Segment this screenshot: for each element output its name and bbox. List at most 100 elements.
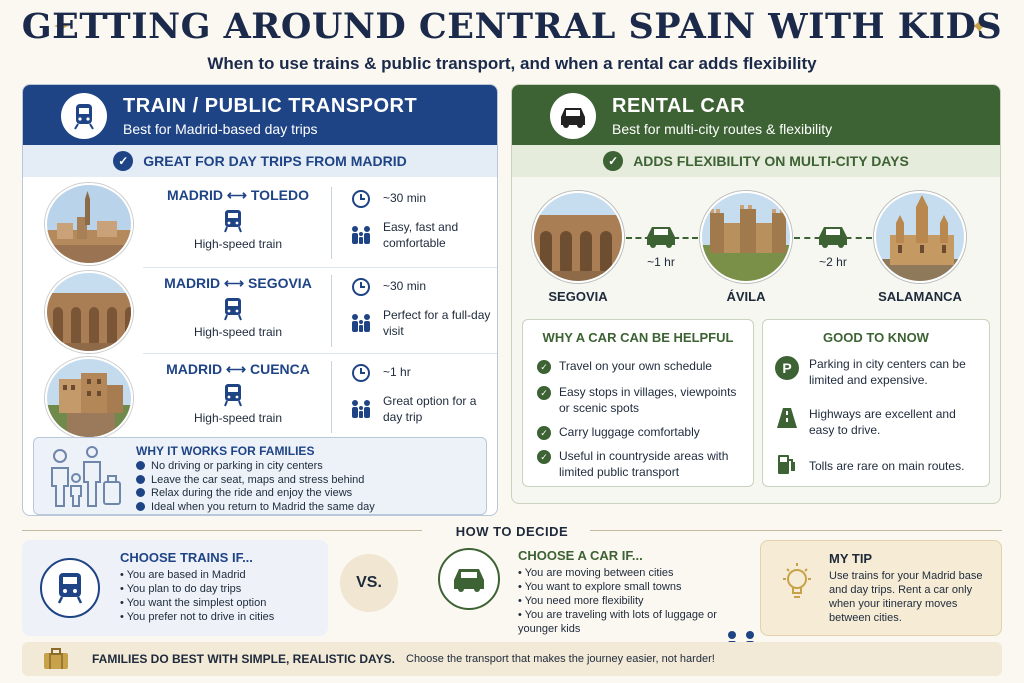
footer-headline: FAMILIES DO BEST WITH SIMPLE, REALISTIC … [92,652,395,666]
city-name: SEGOVIA [548,289,608,304]
route-name: MADRID ⟷ SEGOVIA [164,275,312,291]
salamanca-photo [874,191,966,283]
parking-icon: P [775,356,799,380]
route-toledo: MADRID ⟷ TOLEDO High-speed train ~30 min… [23,179,497,265]
check-icon: ✓ [537,386,551,400]
good-to-know-box: GOOD TO KNOW P Parking in city centers c… [762,319,990,487]
route-name: MADRID ⟷ TOLEDO [167,187,309,203]
family-icon [349,399,375,424]
why-families-box: WHY IT WORKS FOR FAMILIES No driving or … [33,437,487,515]
train-panel-title: TRAIN / PUBLIC TRANSPORT [123,95,418,117]
train-icon [61,93,107,139]
list-item: Ideal when you return to Madrid the same… [136,501,375,515]
trains-decision-box: CHOOSE TRAINS IF... • You are based in M… [22,540,328,636]
train-icon [223,383,243,412]
clock-icon [351,277,371,302]
list-item: No driving or parking in city centers [136,460,375,474]
car-panel-subtitle: Best for multi-city routes & flexibility [612,121,833,137]
route-cuenca: MADRID ⟷ CUENCA High-speed train ~1 hr G… [23,353,497,439]
train-band-label: GREAT FOR DAY TRIPS FROM MADRID [143,153,407,169]
list-item: • You prefer not to drive in cities [120,611,275,623]
route-duration: ~30 min [383,191,427,205]
car-helpful-title: WHY A CAR CAN BE HELPFUL [542,330,734,345]
car-band: ✓ ADDS FLEXIBILITY ON MULTI-CITY DAYS [512,145,1000,177]
family-icon [349,225,375,250]
city-name: SALAMANCA [878,289,962,304]
page-title: GETTING AROUND CENTRAL SPAIN WITH KIDS [21,6,1003,47]
route-note: Easy, fast and comfortable [383,220,459,250]
list-item: • You plan to do day trips [120,583,242,595]
car-icon [816,223,850,254]
route-note: Great option for a day trip [383,394,477,424]
route-note: Perfect for a full-day visit [383,308,491,338]
highway-icon [775,406,799,435]
route-mode: High-speed train [193,325,283,339]
choose-car-title: CHOOSE A CAR IF... [518,548,643,563]
fuel-icon [775,452,797,481]
car-helpful-box: WHY A CAR CAN BE HELPFUL ✓ Travel on you… [522,319,754,487]
leg-duration: ~2 hr [819,255,847,269]
how-to-decide-label: HOW TO DECIDE [455,524,569,539]
train-panel-header: TRAIN / PUBLIC TRANSPORT Best for Madrid… [23,85,497,145]
train-panel-subtitle: Best for Madrid-based day trips [123,121,318,137]
page-subtitle: When to use trains & public transport, a… [207,54,817,73]
list-item: Carry luggage comfortably [559,425,700,439]
car-icon [438,548,500,610]
list-item: Highways are excellent and easy to drive… [809,407,956,437]
route-segovia: MADRID ⟷ SEGOVIA High-speed train ~30 mi… [23,267,497,353]
cuenca-photo [45,357,133,439]
segovia-photo [532,191,624,283]
my-tip-box: MY TIP Use trains for your Madrid base a… [760,540,1002,636]
route-name: MADRID ⟷ CUENCA [166,361,310,377]
vs-badge: VS. [340,554,398,612]
clock-icon [351,189,371,214]
train-panel: TRAIN / PUBLIC TRANSPORT Best for Madrid… [22,84,498,516]
city-name: ÁVILA [726,289,766,304]
suitcase-icon [42,648,70,675]
sparkle-icon: ✦ [52,14,71,39]
sparkle-icon: ✦ [970,14,989,39]
leg-duration: ~1 hr [647,255,675,269]
list-item: • You are traveling with lots of luggage… [518,609,717,635]
clock-icon [351,363,371,388]
list-item: Useful in countryside areas with limited… [559,449,729,479]
list-item: Easy stops in villages, viewpoints or sc… [559,385,737,415]
car-icon [644,223,678,254]
car-panel: RENTAL CAR Best for multi-city routes & … [511,84,1001,504]
car-band-label: ADDS FLEXIBILITY ON MULTI-CITY DAYS [633,153,909,169]
route-duration: ~1 hr [383,365,411,379]
check-icon: ✓ [537,450,551,464]
check-icon: ✓ [603,151,624,171]
family-icon [349,313,375,338]
car-icon [550,93,596,139]
route-mode: High-speed train [193,237,283,251]
my-tip-title: MY TIP [829,551,873,566]
list-item: Relax during the ride and enjoy the view… [136,487,375,501]
train-band: ✓ GREAT FOR DAY TRIPS FROM MADRID [23,145,497,177]
footer-banner: FAMILIES DO BEST WITH SIMPLE, REALISTIC … [22,642,1002,676]
car-panel-header: RENTAL CAR Best for multi-city routes & … [512,85,1000,145]
route-duration: ~30 min [383,279,427,293]
list-item: • You are based in Madrid [120,569,246,581]
why-families-title: WHY IT WORKS FOR FAMILIES [136,444,315,458]
list-item: • You need more flexibility [518,595,644,607]
list-item: Tolls are rare on main routes. [809,459,965,473]
list-item: • You want the simplest option [120,597,267,609]
list-item: • You want to explore small towns [518,581,682,593]
avila-photo [700,191,792,283]
why-families-list: No driving or parking in city centers Le… [136,460,375,514]
check-icon: ✓ [537,426,551,440]
train-icon [40,558,100,618]
list-item: Travel on your own schedule [559,359,712,373]
toledo-photo [45,183,133,265]
footer-text: Choose the transport that makes the jour… [406,653,715,665]
check-icon: ✓ [113,151,134,171]
list-item: • You are moving between cities [518,567,674,579]
choose-trains-title: CHOOSE TRAINS IF... [120,550,253,565]
check-icon: ✓ [537,360,551,374]
my-tip-text: Use trains for your Madrid base and day … [829,570,983,624]
train-icon [223,209,243,238]
route-mode: High-speed train [193,411,283,425]
lightbulb-icon [777,559,817,608]
list-item: Parking in city centers can be limited a… [809,357,966,387]
